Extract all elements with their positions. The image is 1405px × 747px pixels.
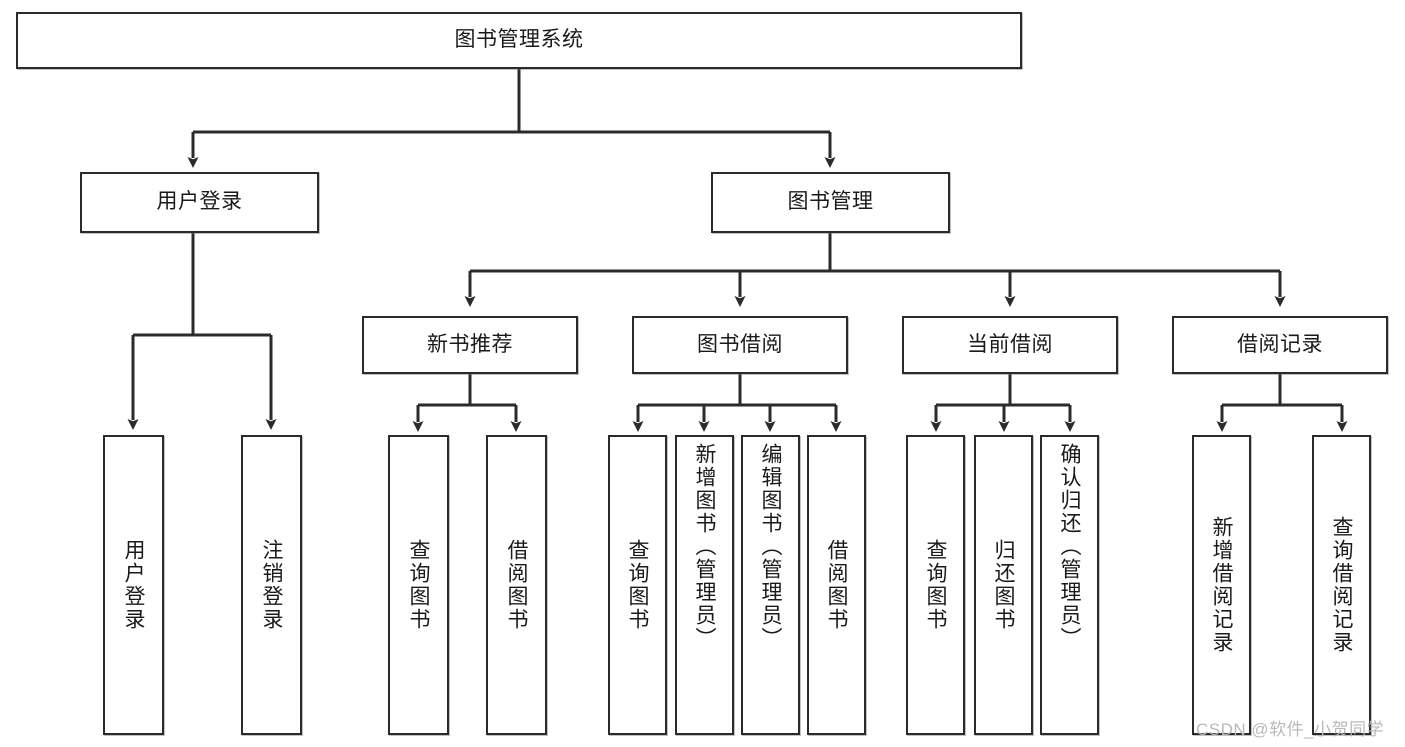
node-user-login-label: 用户登录 (156, 190, 243, 214)
node-leaf-borrow-book-1-label: 借阅图书 (505, 539, 528, 631)
node-leaf-borrow-book-2-label: 借阅图书 (825, 539, 848, 631)
node-leaf-confirm-return[interactable]: 确认归还（管理员） (1040, 435, 1099, 735)
node-book-borrow-label: 图书借阅 (697, 332, 783, 356)
node-leaf-query-book-3-label: 查询图书 (924, 539, 947, 631)
node-leaf-logout-login-label: 注销登录 (260, 539, 283, 631)
node-leaf-query-book-3[interactable]: 查询图书 (906, 435, 965, 735)
node-leaf-add-book[interactable]: 新增图书（管理员） (675, 435, 734, 735)
node-book-borrow[interactable]: 图书借阅 (632, 316, 848, 374)
node-leaf-edit-book[interactable]: 编辑图书（管理员） (741, 435, 800, 735)
node-leaf-query-book-1[interactable]: 查询图书 (388, 435, 449, 735)
node-new-book-recommend-label: 新书推荐 (427, 332, 513, 356)
node-user-login[interactable]: 用户登录 (80, 172, 319, 233)
node-leaf-add-record[interactable]: 新增借阅记录 (1192, 435, 1251, 735)
node-leaf-borrow-book-2[interactable]: 借阅图书 (807, 435, 866, 735)
node-leaf-edit-book-label: 编辑图书（管理员） (759, 443, 782, 650)
node-leaf-query-book-2[interactable]: 查询图书 (608, 435, 667, 735)
node-current-borrow[interactable]: 当前借阅 (902, 316, 1118, 374)
node-leaf-user-login[interactable]: 用户登录 (103, 435, 164, 735)
node-leaf-query-book-2-label: 查询图书 (626, 539, 649, 631)
node-book-management-label: 图书管理 (787, 190, 874, 214)
node-leaf-query-book-1-label: 查询图书 (407, 539, 430, 631)
node-leaf-confirm-return-label: 确认归还（管理员） (1058, 443, 1081, 650)
node-leaf-borrow-book-1[interactable]: 借阅图书 (486, 435, 547, 735)
node-leaf-logout-login[interactable]: 注销登录 (241, 435, 302, 735)
node-leaf-query-record-label: 查询借阅记录 (1330, 516, 1353, 654)
node-borrow-record[interactable]: 借阅记录 (1172, 316, 1388, 374)
node-new-book-recommend[interactable]: 新书推荐 (362, 316, 578, 374)
node-leaf-add-record-label: 新增借阅记录 (1210, 516, 1233, 654)
node-root[interactable]: 图书管理系统 (16, 12, 1022, 69)
node-book-management[interactable]: 图书管理 (711, 172, 950, 233)
node-leaf-query-record[interactable]: 查询借阅记录 (1312, 435, 1371, 735)
watermark: CSDN @软件_小贺同学 (1196, 720, 1385, 739)
node-borrow-record-label: 借阅记录 (1237, 332, 1323, 356)
node-current-borrow-label: 当前借阅 (967, 332, 1053, 356)
node-leaf-return-book-label: 归还图书 (992, 539, 1015, 631)
node-leaf-user-login-label: 用户登录 (122, 539, 145, 631)
node-leaf-add-book-label: 新增图书（管理员） (693, 443, 716, 650)
node-leaf-return-book[interactable]: 归还图书 (974, 435, 1033, 735)
node-root-label: 图书管理系统 (454, 28, 584, 52)
